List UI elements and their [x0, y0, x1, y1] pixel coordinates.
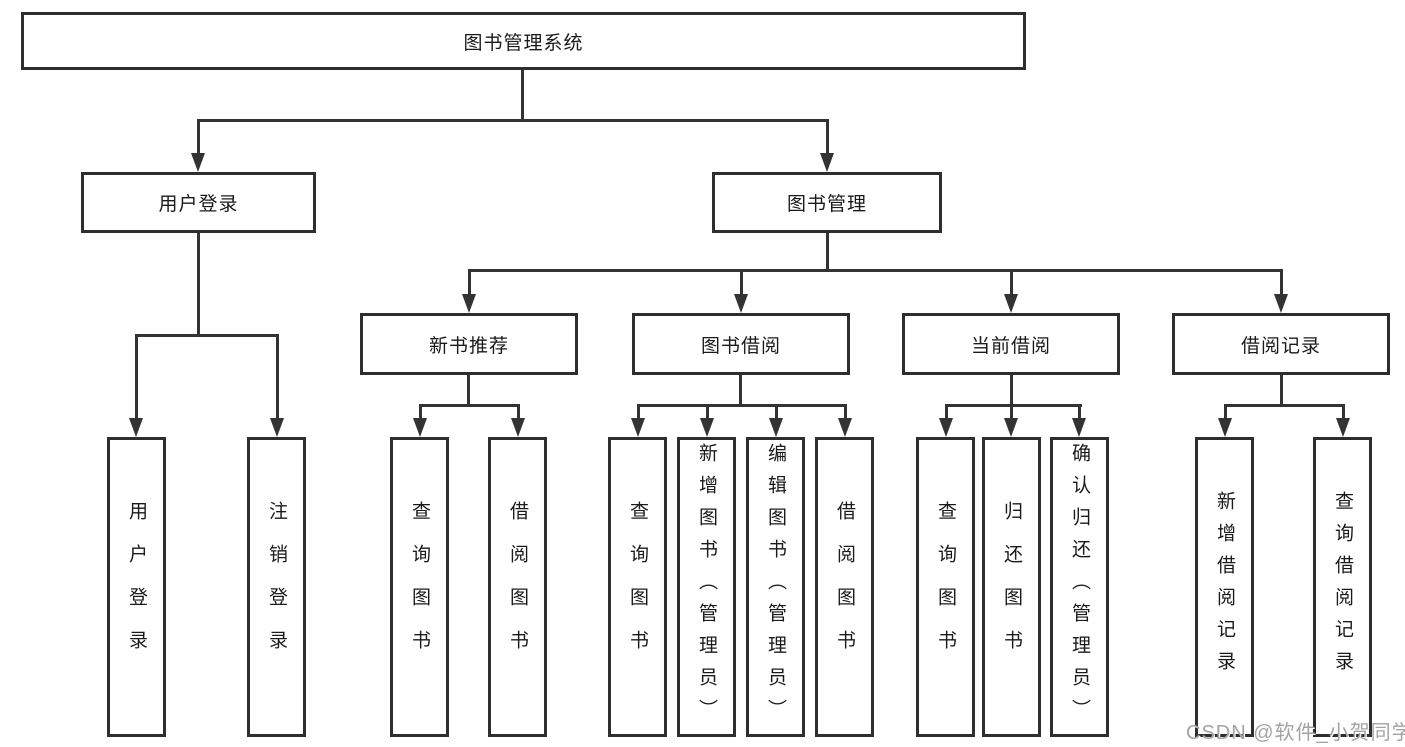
leaf-label: 查询图书: [409, 501, 430, 673]
arrowhead-down-icon: [631, 418, 645, 437]
connector-line: [1224, 404, 1345, 407]
connector-line: [135, 334, 279, 337]
leaf-borrow-books: 借阅图书: [815, 437, 874, 737]
leaf-label: 查询图书: [935, 501, 956, 673]
connector-line: [276, 334, 279, 419]
leaf-query-books-recommend: 查询图书: [390, 437, 449, 737]
connector-line: [197, 233, 200, 336]
connector-line: [419, 404, 520, 407]
node-label: 图书借阅: [700, 335, 781, 357]
connector-line: [637, 404, 847, 407]
arrowhead-down-icon: [413, 418, 427, 437]
leaf-edit-book-admin: 编辑图书（管理员）: [746, 437, 805, 737]
node-label: 图书管理系统: [463, 32, 584, 54]
connector-line: [197, 119, 829, 122]
node-new-book-recommendation: 新书推荐: [360, 313, 578, 375]
connector-line: [468, 269, 471, 296]
connector-line: [945, 404, 948, 420]
connector-line: [739, 375, 742, 407]
leaf-label: 查询借阅记录: [1332, 491, 1353, 683]
leaf-label: 确认归还（管理员）: [1069, 443, 1090, 731]
arrowhead-down-icon: [734, 294, 748, 313]
arrowhead-down-icon: [270, 418, 284, 437]
arrowhead-down-icon: [1072, 418, 1086, 437]
connector-line: [521, 70, 524, 121]
arrowhead-down-icon: [511, 418, 525, 437]
node-book-borrowing: 图书借阅: [632, 313, 850, 375]
leaf-label: 新增借阅记录: [1214, 491, 1235, 683]
leaf-label: 归还图书: [1001, 501, 1022, 673]
connector-line: [1010, 404, 1013, 420]
node-book-management: 图书管理: [712, 172, 942, 233]
leaf-user-login: 用户登录: [107, 437, 166, 737]
connector-line: [1280, 375, 1283, 407]
leaf-add-book-admin: 新增图书（管理员）: [677, 437, 736, 737]
arrowhead-down-icon: [820, 153, 834, 172]
connector-line: [468, 269, 1283, 272]
leaf-label: 借阅图书: [507, 501, 528, 673]
node-user-login: 用户登录: [81, 172, 316, 233]
leaf-query-borrow-record: 查询借阅记录: [1313, 437, 1372, 737]
connector-line: [467, 375, 470, 407]
arrowhead-down-icon: [838, 418, 852, 437]
connector-line: [1078, 404, 1081, 420]
leaf-return-books: 归还图书: [982, 437, 1041, 737]
leaf-label: 注销登录: [266, 501, 287, 673]
watermark: CSDN @软件_小贺同学: [1186, 722, 1405, 744]
leaf-label: 查询图书: [627, 501, 648, 673]
arrowhead-down-icon: [1004, 294, 1018, 313]
arrowhead-down-icon: [1336, 418, 1350, 437]
leaf-label: 借阅图书: [834, 501, 855, 673]
leaf-query-books-borrow: 查询图书: [608, 437, 667, 737]
leaf-borrow-books-recommend: 借阅图书: [488, 437, 547, 737]
connector-line: [197, 119, 200, 156]
arrowhead-down-icon: [1274, 294, 1288, 313]
arrowhead-down-icon: [462, 294, 476, 313]
node-library-management-system: 图书管理系统: [21, 12, 1026, 70]
arrowhead-down-icon: [191, 153, 205, 172]
node-label: 当前借阅: [970, 335, 1051, 357]
arrowhead-down-icon: [769, 418, 783, 437]
node-borrowing-records: 借阅记录: [1172, 313, 1390, 375]
connector-line: [844, 404, 847, 420]
node-label: 图书管理: [786, 194, 867, 215]
arrowhead-down-icon: [700, 418, 714, 437]
connector-line: [706, 404, 709, 420]
leaf-label: 新增图书（管理员）: [696, 443, 717, 731]
node-current-borrowing: 当前借阅: [902, 313, 1120, 375]
connector-line: [1342, 404, 1345, 420]
arrowhead-down-icon: [1004, 418, 1018, 437]
leaf-logout: 注销登录: [247, 437, 306, 737]
leaf-confirm-return-admin: 确认归还（管理员）: [1050, 437, 1109, 737]
connector-line: [637, 404, 640, 420]
leaf-label: 用户登录: [126, 501, 147, 673]
arrowhead-down-icon: [129, 418, 143, 437]
leaf-query-books-current: 查询图书: [916, 437, 975, 737]
connector-line: [740, 269, 743, 296]
connector-line: [945, 404, 1082, 407]
connector-line: [826, 233, 829, 271]
connector-line: [1010, 269, 1013, 296]
leaf-add-borrow-record: 新增借阅记录: [1195, 437, 1254, 737]
connector-line: [517, 404, 520, 420]
connector-line: [135, 334, 138, 419]
connector-line: [1280, 269, 1283, 296]
connector-line: [419, 404, 422, 420]
node-label: 借阅记录: [1240, 335, 1321, 357]
arrowhead-down-icon: [939, 418, 953, 437]
connector-line: [826, 119, 829, 156]
connector-line: [775, 404, 778, 420]
node-label: 新书推荐: [428, 335, 509, 357]
arrowhead-down-icon: [1218, 418, 1232, 437]
node-label: 用户登录: [158, 194, 239, 215]
leaf-label: 编辑图书（管理员）: [765, 443, 786, 731]
connector-line: [1010, 375, 1013, 407]
connector-line: [1224, 404, 1227, 420]
